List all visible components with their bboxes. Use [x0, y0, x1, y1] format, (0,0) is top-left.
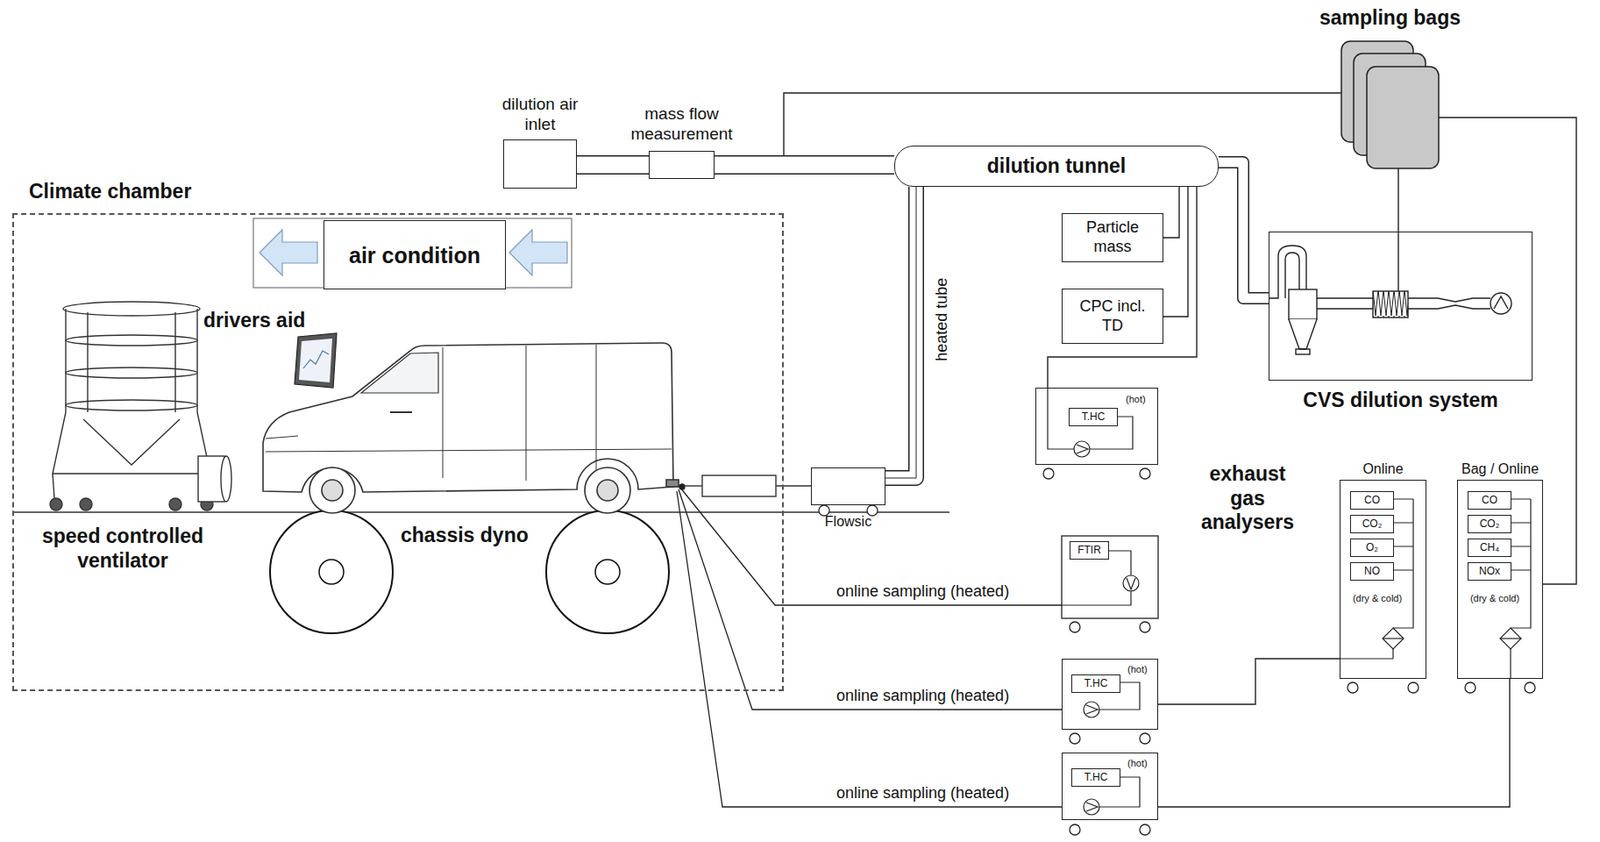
analyser-cart: Bag / Online(dry & cold)COCO₂CH₄NOx: [1457, 479, 1544, 679]
analyser-cart: (hot) T.HC: [1035, 387, 1159, 465]
connector: [1158, 678, 1510, 807]
duct: [714, 164, 895, 166]
node-text: T.HC: [1084, 676, 1109, 690]
analyser-box: T.HC: [1071, 674, 1121, 693]
node-text: CH₄: [1479, 540, 1500, 554]
sampling-bags: sampling bags: [1341, 41, 1439, 169]
analyser-box: CO₂: [1350, 514, 1394, 534]
analyser-box: NOx: [1467, 561, 1512, 581]
label: chassis dyno: [400, 523, 529, 548]
node-text: T.HC: [1084, 770, 1109, 783]
ventilator: [49, 301, 232, 511]
node-text: CO₂: [1362, 517, 1383, 530]
node-text: mass flow measurement: [625, 104, 740, 145]
connector: [1047, 186, 1197, 388]
node-text: CO: [1481, 493, 1498, 506]
analyser-box: FTIR: [1069, 540, 1110, 560]
sampling-bag: [1341, 41, 1439, 169]
flowsic-meter: Flowsic: [810, 467, 886, 505]
node-text: T.HC: [1081, 410, 1106, 423]
node-text: (hot): [1125, 393, 1146, 406]
air-condition-unit: air condition: [323, 220, 506, 290]
climate-chamber: Climate chamberair condition: [12, 213, 784, 691]
cvs-internals: [1268, 231, 1512, 355]
analyser-cart: (hot) T.HC: [1061, 658, 1159, 730]
analyser-box: T.HC: [1071, 768, 1121, 787]
dilution-tunnel: dilution tunnel: [894, 145, 1219, 187]
node-text: dilution tunnel: [987, 154, 1126, 179]
node-text: air condition: [348, 241, 481, 269]
label: speed controlled ventilator: [17, 524, 228, 573]
particle-mass-box: Particle mass: [1061, 213, 1164, 263]
analyser-box: T.HC: [1068, 407, 1118, 427]
label: online sampling (heated): [834, 686, 1011, 706]
node-text: (dry & cold): [1461, 592, 1529, 605]
connector: [1163, 186, 1188, 317]
node-text: O₂: [1365, 540, 1379, 554]
cvs-system: CVS dilution system: [1268, 231, 1533, 381]
analyser-box: CO: [1467, 490, 1512, 510]
ground-line: [12, 511, 950, 513]
analyser-box: CO: [1350, 490, 1394, 510]
air-inlet-box: dilution air inlet: [503, 139, 577, 189]
drivers-aid-monitor: [294, 333, 337, 388]
node-text: CO₂: [1479, 517, 1501, 530]
label: online sampling (heated): [834, 582, 1011, 602]
edge-label: heated tube: [932, 282, 953, 362]
duct: [885, 186, 917, 478]
node-text: Flowsic: [796, 512, 902, 530]
analyser-box: O₂: [1350, 538, 1394, 557]
analyser-box: NO: [1350, 561, 1394, 581]
node-text: CPC incl. TD: [1068, 297, 1157, 335]
node-text: Online: [1330, 460, 1437, 477]
analyser-cart: Online(dry & cold)COCO₂O₂NO: [1339, 479, 1427, 679]
analyser-bracket: [1339, 498, 1531, 679]
dyno-roller: [270, 510, 669, 633]
duct: [576, 164, 649, 166]
pump-symbol: [1047, 387, 1140, 815]
connector: [1438, 117, 1577, 584]
node-text: (hot): [1127, 663, 1148, 676]
analyser-cart: (hot) T.HC: [1061, 752, 1159, 820]
node-text: Bag / Online: [1438, 460, 1562, 477]
label: drivers aid: [203, 308, 306, 334]
analyser-box: CO₂: [1467, 514, 1512, 534]
node-text: CO: [1364, 493, 1380, 506]
analyser-box: CH₄: [1467, 538, 1512, 557]
node-text: NOx: [1479, 564, 1501, 577]
node-text: NO: [1364, 564, 1380, 577]
node-text: FTIR: [1077, 543, 1102, 556]
sampling-line: [676, 483, 1062, 807]
connector: [1163, 186, 1180, 238]
node-text: Climate chamber: [28, 179, 192, 205]
node-text: sampling bags: [1302, 6, 1479, 31]
mass-flow-meter: mass flow measurement: [648, 150, 715, 179]
node-text: (hot): [1127, 757, 1148, 769]
node-text: CVS dilution system: [1260, 388, 1542, 413]
van: [263, 342, 679, 513]
node-text: Particle mass: [1068, 218, 1157, 256]
connector: [1158, 658, 1340, 704]
cpc-box: CPC incl. TD: [1061, 288, 1164, 344]
node-text: dilution air inlet: [487, 94, 593, 136]
node-text: (dry & cold): [1344, 592, 1411, 605]
label: exhaust gas analysers: [1192, 462, 1303, 535]
connector: [1398, 168, 1400, 232]
duct: [1218, 162, 1269, 299]
label: online sampling (heated): [834, 783, 1011, 804]
